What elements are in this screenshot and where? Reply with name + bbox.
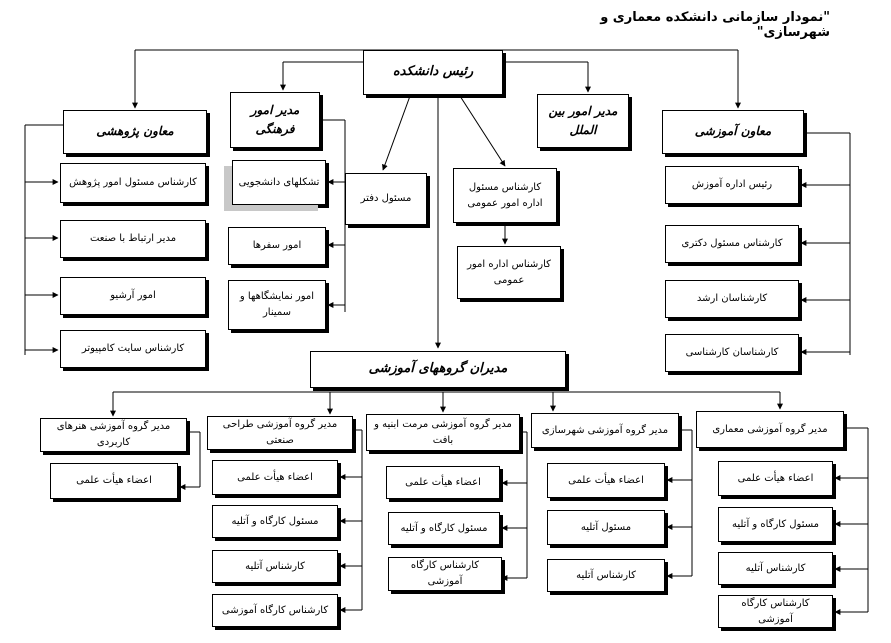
dept-industrial-design-member: مسئول کارگاه و آتلیه [212,505,338,538]
bachelor-experts-box: کارشناسان کارشناسی [665,334,799,372]
intl-manager-box: مدیر امور بین الملل [537,94,629,148]
dept-restoration-member: اعضاء هیأت علمی [386,466,500,499]
office-box: مسئول دفتر [345,173,427,225]
research-expert-box: کارشناس مسئول امور پژوهش [60,163,206,203]
arrow-to-office [382,95,411,171]
arrow-to-admin-expert-head [459,95,506,167]
dept-architecture-member: مسئول کارگاه و آتلیه [718,507,833,542]
student-orgs-box: تشکلهای دانشجویی [232,160,326,205]
dept-applied-arts-member: اعضاء هیأت علمی [50,463,178,499]
dept-urbanism-member: مسئول آتلیه [547,510,665,545]
dept-applied-arts-head: مدیر گروه آموزشی هنرهای کاربردی [40,418,187,452]
chart-title: "نمودار سازمانی دانشکده معماری و شهرسازی… [600,10,830,40]
admin-expert-box: کارشناس اداره امور عمومی [457,246,561,299]
industry-liaison-box: مدیر ارتباط با صنعت [60,220,206,258]
archive-box: امور آرشیو [60,277,206,315]
dept-restoration-head: مدیر گروه آموزشی مرمت ابنیه و بافت [366,414,520,451]
admin-expert-head-box: کارشناس مسئول اداره امور عمومی [453,168,557,223]
edu-head-box: رئیس اداره آموزش [665,166,799,204]
dept-architecture-head: مدیر گروه آموزشی معماری [696,411,844,448]
dept-restoration-member: مسئول کارگاه و آتلیه [388,512,500,545]
dept-urbanism-member: اعضاء هیأت علمی [547,463,665,498]
dept-architecture-member: کارشناس کارگاه آموزشی [718,595,833,628]
dept-industrial-design-member: اعضاء هیأت علمی [212,460,338,495]
dept-architecture-member: کارشناس آتلیه [718,552,833,585]
dept-urbanism-member: کارشناس آتلیه [547,559,665,592]
edu-deputy-box: معاون آموزشی [662,110,804,154]
dept-heads-box: مدیران گروههای آموزشی [310,351,566,388]
dept-industrial-design-member: کارشناس آتلیه [212,550,338,583]
dept-architecture-member: اعضاء هیأت علمی [718,461,833,496]
masters-experts-box: کارشناسان ارشد [665,280,799,318]
research-deputy-box: معاون پژوهشی [63,110,207,154]
trips-box: امور سفرها [228,227,326,265]
dept-industrial-design-head: مدیر گروه آموزشی طراحی صنعتی [207,416,353,450]
cultural-manager-box: مدیر امور فرهنگی [230,92,320,148]
dept-urbanism-head: مدیر گروه آموزشی شهرسازی [531,413,679,448]
dean-box: رئیس دانشکده [363,50,503,95]
dept-restoration-member: کارشناس کارگاه آموزشی [388,557,502,591]
website-expert-box: کارشناس سایت کامپیوتر [60,330,206,368]
exhibitions-box: امور نمایشگاهها و سمینار [228,280,326,330]
dept-industrial-design-member: کارشناس کارگاه آموزشی [212,594,338,627]
phd-expert-box: کارشناس مسئول دکتری [665,225,799,263]
